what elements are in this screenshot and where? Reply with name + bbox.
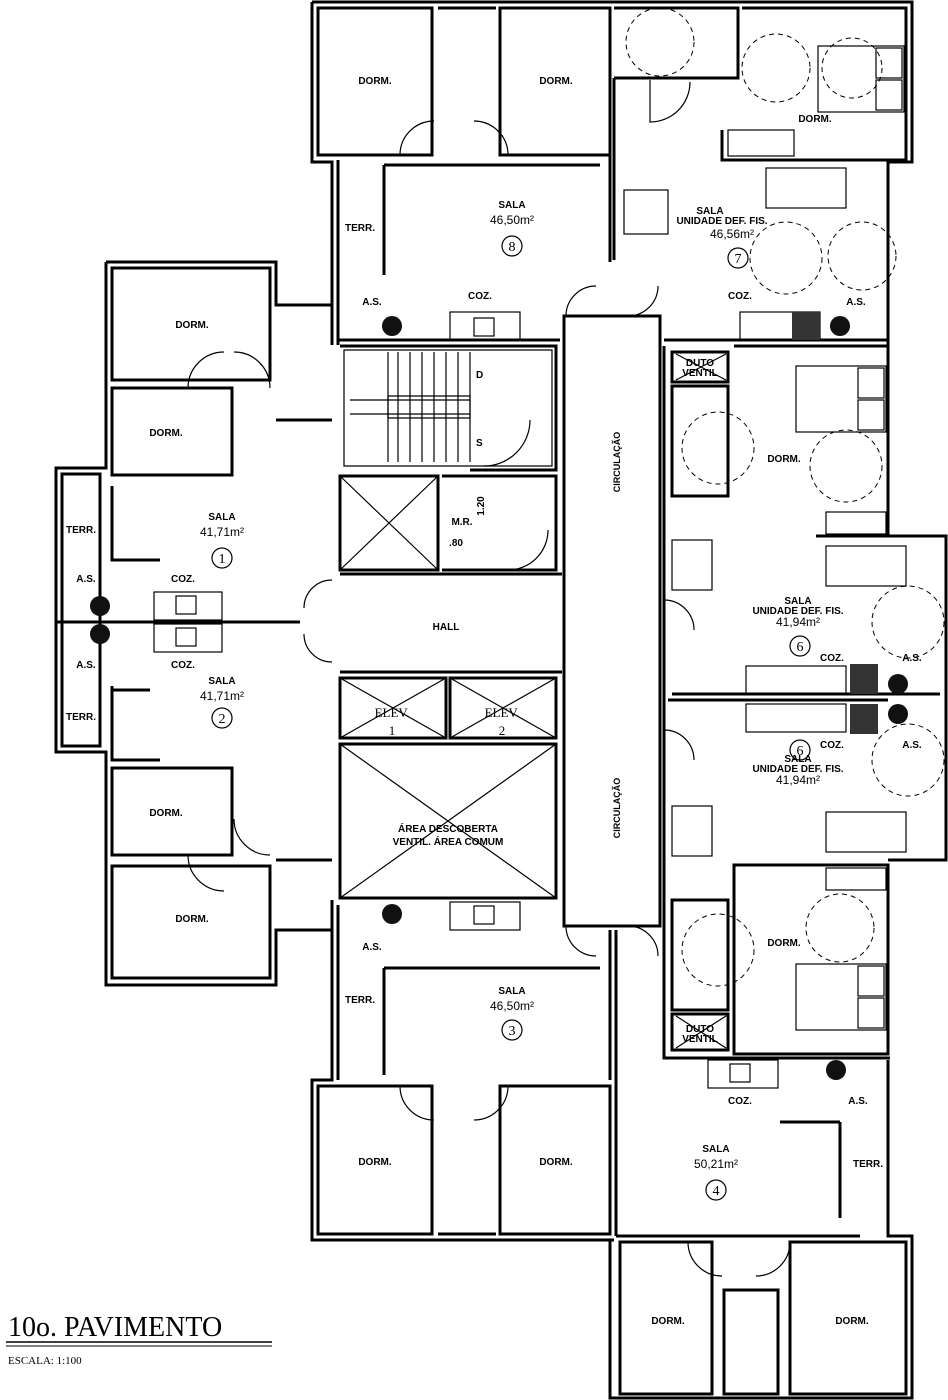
label-dorm: DORM. — [651, 1316, 685, 1327]
unit-3-area: 46,50m² — [490, 999, 534, 1013]
label-coz: COZ. — [171, 574, 195, 585]
label-as: A.S. — [902, 740, 922, 751]
label-coz: COZ. — [468, 291, 492, 302]
elev-1-number: 1 — [389, 723, 396, 738]
unit-8-area: 46,50m² — [490, 213, 534, 227]
unit-4-number: 4 — [713, 1184, 720, 1199]
plan-title: 10o. PAVIMENTO — [8, 1312, 222, 1343]
unit-4-area: 50,21m² — [694, 1157, 738, 1171]
label-unidade-def: UNIDADE DEF. FIS. — [752, 606, 843, 617]
label-as: A.S. — [902, 653, 922, 664]
furniture — [90, 45, 908, 1089]
unit-1-number: 1 — [219, 552, 226, 567]
unit-7-area: 46,56m² — [710, 227, 754, 241]
dim-80: .80 — [449, 538, 463, 549]
label-unidade-def: UNIDADE DEF. FIS. — [676, 216, 767, 227]
label-dorm: DORM. — [767, 938, 801, 949]
dim-120: 1.20 — [476, 496, 487, 516]
label-sala: SALA — [784, 596, 811, 607]
label-dorm: DORM. — [798, 114, 832, 125]
unit-2-number: 2 — [219, 712, 226, 727]
plan-scale: ESCALA: 1:100 — [8, 1355, 82, 1367]
circulacao-upper: CIRCULAÇÃO — [612, 432, 622, 493]
label-sala: SALA — [696, 206, 723, 217]
label-dorm: DORM. — [358, 1157, 392, 1168]
unit-7-number: 7 — [735, 252, 742, 267]
wheelchair-circles — [625, 7, 945, 987]
label-unidade-def: UNIDADE DEF. FIS. — [752, 764, 843, 775]
elev-2-number: 2 — [499, 723, 506, 738]
room-labels: DORM. DORM. DORM. SALA 46,50m² 8 TERR. A… — [66, 76, 922, 1327]
label-terr: TERR. — [345, 223, 375, 234]
label-elev-2: ELEV. — [485, 705, 520, 720]
label-as: A.S. — [362, 297, 382, 308]
shaft-crosses — [339, 353, 727, 1049]
stairs — [350, 352, 471, 462]
circulacao-lower: CIRCULAÇÃO — [612, 778, 622, 839]
label-sala: SALA — [702, 1144, 729, 1155]
label-dorm: DORM. — [149, 808, 183, 819]
area-descoberta-label: ÁREA DESCOBERTA — [398, 822, 498, 835]
label-coz: COZ. — [728, 291, 752, 302]
label-sala: SALA — [784, 754, 811, 765]
label-coz: COZ. — [728, 1096, 752, 1107]
unit-6b-number: 6 — [797, 744, 804, 759]
title-block: 10o. PAVIMENTO ESCALA: 1:100 — [6, 1312, 272, 1367]
label-dorm: DORM. — [175, 914, 209, 925]
label-terr: TERR. — [345, 995, 375, 1006]
label-as: A.S. — [362, 942, 382, 953]
stair-down-label: D — [476, 370, 483, 381]
label-as: A.S. — [76, 660, 96, 671]
label-dorm: DORM. — [358, 76, 392, 87]
unit-2-area: 41,71m² — [200, 689, 244, 703]
label-dorm: DORM. — [539, 1157, 573, 1168]
label-ventil: VENTIL — [682, 1034, 718, 1045]
label-terr: TERR. — [66, 525, 96, 536]
unit-6b-area: 41,94m² — [776, 773, 820, 787]
door-swings — [187, 80, 791, 1277]
label-dorm: DORM. — [767, 454, 801, 465]
label-dorm: DORM. — [175, 320, 209, 331]
label-mr: M.R. — [451, 517, 472, 528]
label-duto: DUTO — [686, 1024, 714, 1035]
label-elev-1: ELEV. — [375, 705, 410, 720]
unit-6a-area: 41,94m² — [776, 615, 820, 629]
label-coz: COZ. — [171, 660, 195, 671]
label-terr: TERR. — [66, 712, 96, 723]
stair-up-label: S — [476, 438, 483, 449]
label-sala: SALA — [208, 512, 235, 523]
label-sala: SALA — [498, 986, 525, 997]
label-coz: COZ. — [820, 740, 844, 751]
area-descoberta-sub: VENTIL. ÁREA COMUM — [393, 835, 504, 848]
label-as: A.S. — [846, 297, 866, 308]
label-sala: SALA — [498, 200, 525, 211]
unit-1-area: 41,71m² — [200, 525, 244, 539]
walls — [54, 0, 948, 1400]
label-ventil: VENTIL — [682, 368, 718, 379]
label-hall: HALL — [433, 622, 460, 633]
label-as: A.S. — [848, 1096, 868, 1107]
unit-6a-number: 6 — [797, 640, 804, 655]
unit-3-number: 3 — [509, 1024, 516, 1039]
unit-8-number: 8 — [509, 240, 516, 255]
label-dorm: DORM. — [539, 76, 573, 87]
label-dorm: DORM. — [835, 1316, 869, 1327]
label-dorm: DORM. — [149, 428, 183, 439]
label-as: A.S. — [76, 574, 96, 585]
label-terr: TERR. — [853, 1159, 883, 1170]
label-sala: SALA — [208, 676, 235, 687]
label-duto: DUTO — [686, 358, 714, 369]
label-coz: COZ. — [820, 653, 844, 664]
